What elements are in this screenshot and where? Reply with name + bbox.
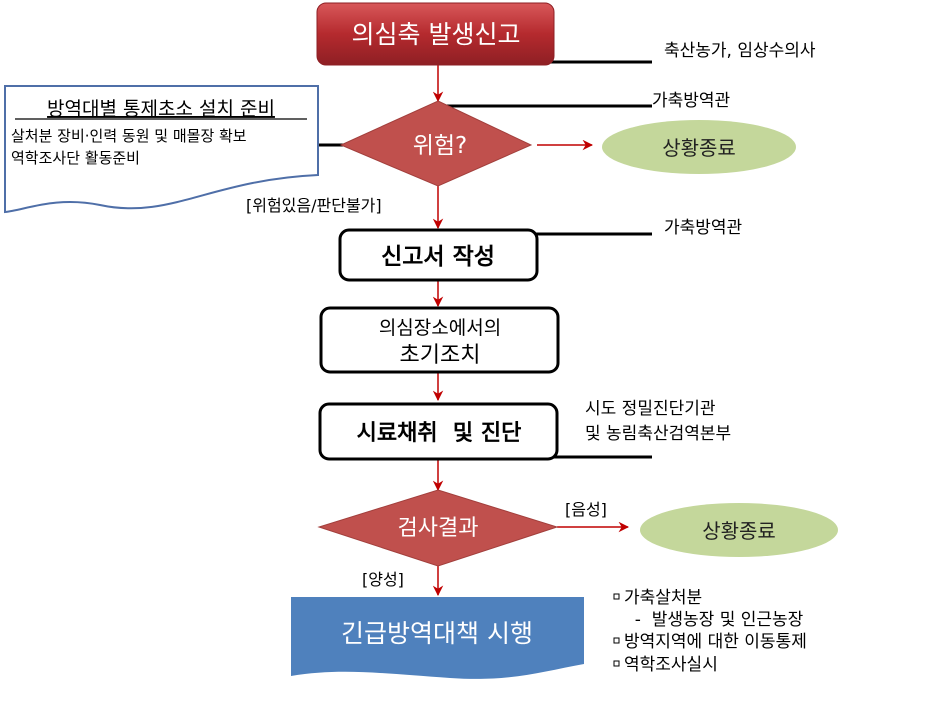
preparation-note: 방역대별 통제초소 설치 준비 살처분 장비·인력 동원 및 매몰장 확보 역학… (4, 85, 319, 214)
end-node-2: 상황종료 (640, 503, 838, 557)
note-line-2: 역학조사단 활동준비 (11, 149, 140, 167)
action-item-2: - 발생농장 및 인근농장 (624, 610, 804, 630)
lab-annotation-1: 시도 정밀진단기관 (585, 399, 716, 419)
action-item-4: 역학조사실시 (624, 655, 718, 675)
officer-annotation-1: 가축방역관 (652, 91, 730, 111)
sampling-label: 시료채취 및 진단 (357, 421, 522, 446)
sampling-node: 시료채취 및 진단 (318, 402, 559, 461)
initial-line-1: 의심장소에서의 (379, 317, 501, 339)
end2-label: 상황종료 (702, 519, 776, 543)
test-result-label: 검사결과 (398, 516, 479, 541)
write-report-label: 신고서 작성 (381, 244, 495, 270)
end1-label: 상황종료 (662, 136, 736, 160)
action-list: 가축살처분 - 발생농장 및 인근농장 방역지역에 대한 이동통제 역학조사실시 (613, 588, 807, 675)
initial-action-node: 의심장소에서의 초기조치 (319, 306, 560, 374)
note-line-1: 살처분 장비·인력 동원 및 매몰장 확보 (11, 127, 247, 145)
emergency-label: 긴급방역대책 시행 (341, 619, 533, 648)
positive-label: [양성] (362, 570, 404, 589)
bullet-icon (613, 637, 620, 644)
lab-annotation-2: 및 농림축산검역본부 (585, 424, 731, 444)
initial-line-2: 초기조치 (400, 343, 481, 368)
flow-arrows (432, 65, 630, 597)
officer-annotation-2: 가축방역관 (664, 218, 742, 238)
end-node-1: 상황종료 (602, 120, 796, 174)
bullet-icon (613, 660, 620, 667)
action-item-1: 가축살처분 (624, 588, 702, 608)
test-result-decision: 검사결과 (317, 489, 559, 567)
risk-decision: 위험? (339, 100, 533, 187)
report-node: 의심축 발생신고 (316, 2, 555, 66)
risk-label: 위험? (413, 133, 468, 159)
report-label: 의심축 발생신고 (352, 20, 521, 49)
bullet-icon (613, 593, 620, 600)
negative-label: [음성] (565, 500, 607, 519)
write-report-node: 신고서 작성 (338, 228, 539, 282)
risk-yes-label: [위험있음/판단불가] (246, 196, 382, 215)
reporter-annotation: 축산농가, 임상수의사 (664, 41, 816, 61)
action-item-3: 방역지역에 대한 이동통제 (624, 632, 807, 652)
emergency-node: 긴급방역대책 시행 (291, 597, 584, 679)
note-title: 방역대별 통제초소 설치 준비 (47, 98, 275, 120)
